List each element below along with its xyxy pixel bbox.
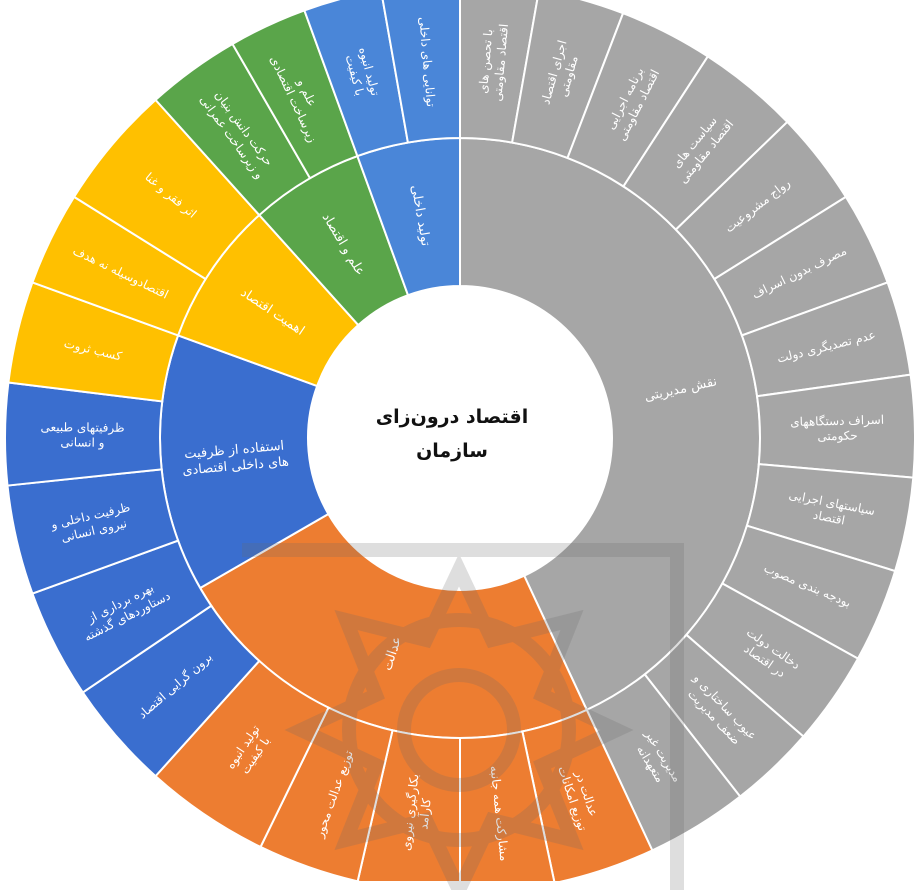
outer-ring-segment: سیاست هایاقتصاد مقاومتی bbox=[622, 55, 789, 232]
outer-ring-segment: دخالت دولتدر اقتصاد bbox=[685, 582, 860, 738]
center-hole bbox=[309, 287, 611, 589]
outer-ring-segment: عدالت درتوزیع امکانات bbox=[521, 708, 654, 881]
outer-ring-wedge bbox=[381, 0, 461, 144]
outer-ring-segment: مصرف بدون اسراف bbox=[713, 195, 889, 337]
outer-ring-segment: عدم تصدیگری دولت bbox=[740, 281, 912, 398]
outer-ring-segment: تولید انبوهبا کیفیت bbox=[303, 0, 410, 158]
outer-ring-segment: کسب ثروت bbox=[7, 281, 180, 403]
outer-ring-segment: تولید انبوهبا کیفیت bbox=[154, 659, 330, 849]
inner-ring-segment: اهمیت اقتصاد bbox=[176, 213, 360, 388]
outer-ring-segment: مشارکت همه جانبه bbox=[459, 730, 556, 881]
center-title-line1: اقتصاد درون‌زای bbox=[375, 406, 529, 428]
outer-ring-label: اسراف دستگاههایحکومتی bbox=[790, 412, 885, 444]
outer-ring-segment: بهره برداری ازدستاوردهای گذشته bbox=[31, 539, 213, 694]
outer-ring-segment: مدیریت غیرمتعهدانه bbox=[585, 672, 742, 852]
outer-ring-segment: توانایی های داخلی bbox=[381, 0, 461, 144]
center-title-line2: سازمان bbox=[416, 440, 488, 462]
outer-ring-segment: بکارگیری نیرویکارآمد bbox=[356, 729, 461, 881]
outer-ring-segment: توزیع عدالت محور bbox=[259, 706, 394, 881]
center-title: اقتصاد درون‌زای سازمان bbox=[357, 400, 547, 468]
outer-ring-segment: اسراف دستگاههایحکومتی bbox=[755, 373, 914, 479]
outer-ring-segment: سیاستهای اجراییاقتصاد bbox=[745, 463, 914, 573]
outer-ring-segment: برنامه اجراییاقتصاد مقاومتی bbox=[566, 11, 710, 188]
